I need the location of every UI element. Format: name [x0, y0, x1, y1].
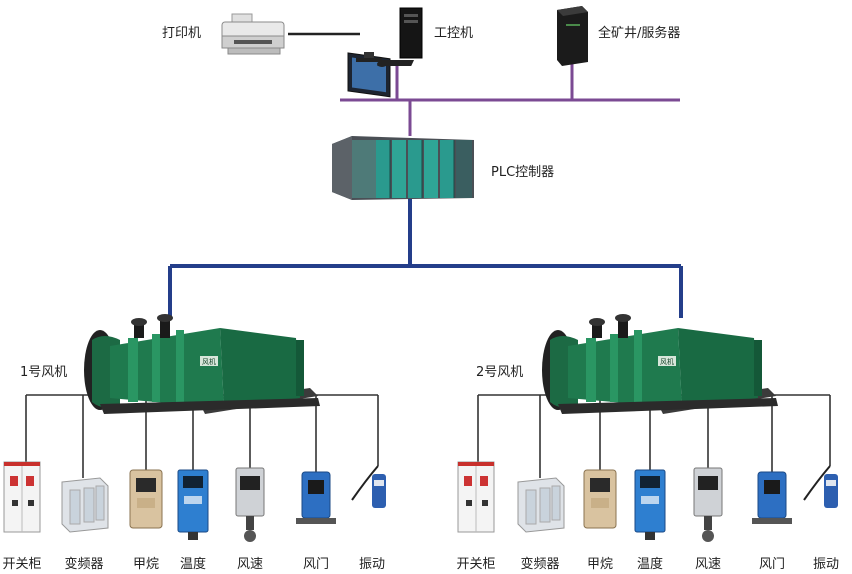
fan-1-device-label-vibration: 振动: [359, 557, 385, 572]
server-tower-icon: [557, 6, 588, 66]
fan-2-device-label-vibration: 振动: [813, 557, 839, 572]
axial-fan-icon: 风机: [542, 314, 778, 414]
fan-2-device-label-methane: 甲烷: [587, 557, 613, 572]
fan-1-device-label-inverter: 变频器: [64, 556, 103, 572]
methane-sensor-icon: [129, 469, 163, 529]
fan-2-device-label-temperature: 温度: [637, 556, 663, 572]
air-door-sensor-icon: [296, 471, 336, 524]
fan-unit-2: 风机 2号风机: [456, 314, 839, 572]
fan-1-device-label-wind-speed: 风速: [237, 557, 263, 572]
methane-sensor-icon: [583, 469, 617, 529]
vibration-sensor-icon: [351, 465, 386, 508]
fan-2-plate-text: 风机: [660, 357, 674, 366]
fan-2-label: 2号风机: [476, 365, 523, 380]
plc-label: PLC控制器: [491, 165, 554, 180]
wind-speed-sensor-icon: [693, 467, 723, 542]
switchgear-cabinet-icon: [457, 461, 495, 533]
fan-1-plate-text: 风机: [202, 357, 216, 366]
desktop-pc-icon: [347, 7, 423, 98]
temperature-sensor-icon: [177, 469, 209, 540]
fan-1-device-label-methane: 甲烷: [133, 557, 159, 572]
fan-2-device-label-wind-speed: 风速: [695, 557, 721, 572]
fan-1-device-label-switchgear: 开关柜: [2, 557, 41, 572]
wind-speed-sensor-icon: [235, 467, 265, 542]
axial-fan-icon: 风机: [84, 314, 320, 414]
frequency-converter-icon: [61, 477, 109, 533]
server-label: 全矿井/服务器: [598, 25, 680, 41]
fan-1-device-label-damper: 风门: [303, 557, 329, 572]
frequency-converter-icon: [517, 477, 565, 533]
fan-2-device-label-inverter: 变频器: [520, 556, 559, 572]
switchgear-cabinet-icon: [3, 461, 41, 533]
plc-bus: [168, 198, 683, 318]
temperature-sensor-icon: [634, 469, 666, 540]
fan-1-device-label-temperature: 温度: [180, 556, 206, 572]
fan-unit-1: 风机 1号风机: [2, 314, 386, 572]
plc-rack-icon: [332, 136, 474, 200]
vibration-sensor-icon: [803, 465, 838, 508]
printer-label: 打印机: [162, 26, 201, 41]
air-door-sensor-icon: [752, 471, 792, 524]
printer-icon: [221, 13, 285, 55]
fan-2-device-label-switchgear: 开关柜: [456, 557, 495, 572]
fan-2-device-label-damper: 风门: [759, 557, 785, 572]
fan-1-label: 1号风机: [20, 365, 67, 380]
pc-label: 工控机: [434, 26, 473, 41]
ethernet-bus: [340, 62, 680, 136]
